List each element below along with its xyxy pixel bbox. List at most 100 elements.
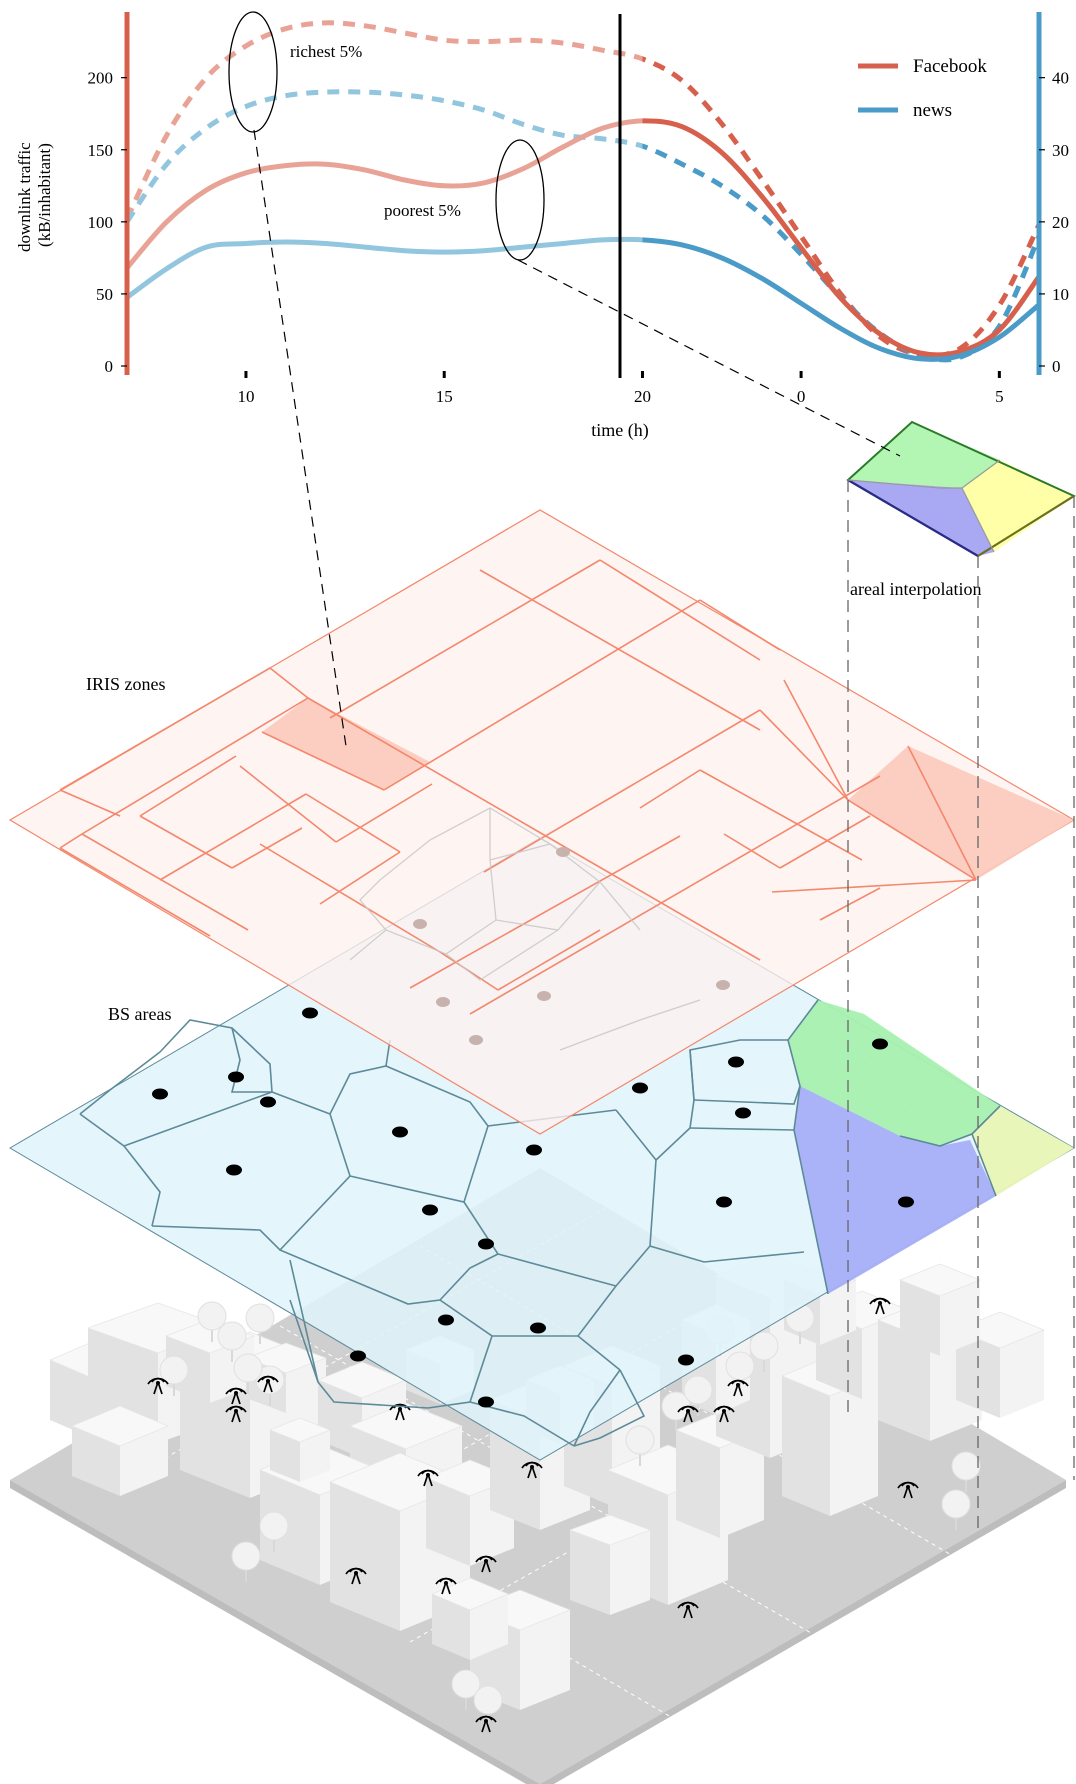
inset-cell-green	[848, 422, 1000, 488]
x-tick-label: 15	[436, 387, 453, 406]
label-bs-areas: BS areas	[108, 1004, 171, 1024]
bs-station-dot	[478, 1238, 494, 1250]
bs-cell-green-2	[788, 1000, 940, 1146]
iris-highlight-poorest	[848, 746, 1074, 880]
x-tick-label: 10	[237, 387, 254, 406]
building	[430, 1577, 510, 1660]
annotation-richest: richest 5%	[290, 42, 362, 61]
bs-station-dot	[678, 1354, 694, 1366]
bs-station-dot	[728, 1056, 744, 1068]
antenna-icon	[677, 1601, 699, 1619]
left-tick-label: 100	[88, 213, 114, 232]
tree	[217, 1321, 247, 1362]
right-tick-label: 0	[1052, 357, 1061, 376]
series-news-poorest-line	[127, 236, 643, 300]
tree	[451, 1669, 481, 1710]
tree	[259, 1511, 289, 1552]
antenna-icon	[435, 1577, 457, 1595]
antenna-icon	[713, 1405, 735, 1423]
left-tick-label: 50	[96, 285, 113, 304]
poorest-ellipse	[495, 139, 545, 261]
left-tick-label: 150	[88, 141, 114, 160]
antenna-icon	[345, 1567, 367, 1585]
bs-cell-blue	[794, 1086, 996, 1294]
bs-station-dot	[898, 1196, 914, 1208]
right-tick-label: 20	[1052, 213, 1069, 232]
x-tick-label: 5	[995, 387, 1004, 406]
tree	[941, 1489, 971, 1530]
ghost-dots	[413, 847, 730, 1045]
bs-cell-yellow	[972, 1106, 1074, 1196]
antenna-icon	[147, 1377, 169, 1395]
antenna-icon	[677, 1405, 699, 1423]
bs-station-dot	[422, 1204, 438, 1216]
tree	[231, 1541, 261, 1582]
right-tick-label: 40	[1052, 69, 1069, 88]
label-areal-interpolation: areal interpolation	[850, 579, 981, 599]
areal-interpolation-inset: areal interpolation	[846, 420, 1076, 599]
antenna-icon	[897, 1481, 919, 1499]
tree	[749, 1331, 779, 1372]
x-axis-ticks: 10 15 20 0 5	[237, 371, 1004, 406]
building	[70, 1405, 170, 1496]
bs-station-dot	[152, 1088, 168, 1100]
series-news-richest-line	[127, 89, 643, 224]
bs-station-dot	[478, 1396, 494, 1408]
antenna-icon	[257, 1375, 279, 1393]
antenna-icon	[225, 1387, 247, 1405]
bs-station-dot	[632, 1082, 648, 1094]
bs-station-dot	[228, 1071, 244, 1083]
x-tick-label: 0	[797, 387, 806, 406]
bs-station-dot	[302, 1007, 318, 1019]
bs-voronoi-edges	[79, 999, 1001, 1447]
tree	[159, 1355, 189, 1396]
ghost-voronoi	[349, 807, 701, 1051]
bs-station-dot	[530, 1322, 546, 1334]
x-axis-label: time (h)	[591, 420, 648, 441]
series-facebook-poorest-line	[127, 118, 643, 270]
bs-station-dot	[872, 1038, 888, 1050]
bs-station-dot	[392, 1126, 408, 1138]
legend-label-news: news	[913, 100, 952, 121]
tree	[951, 1451, 981, 1492]
bs-station-dot	[438, 1314, 454, 1326]
antenna-icon	[475, 1715, 497, 1733]
antenna-icon	[727, 1379, 749, 1397]
inset-cell-blue	[848, 480, 994, 556]
tree	[625, 1425, 655, 1466]
bs-station-dots	[152, 1007, 914, 1408]
antenna-icon	[417, 1469, 439, 1487]
bs-cell-green	[818, 1000, 1000, 1146]
tree	[245, 1303, 275, 1344]
connector-poorest	[517, 259, 901, 457]
projection-lines	[847, 480, 1075, 1530]
right-axis-ticks: 0 10 20 30 40	[1039, 69, 1069, 376]
y-axis-label: downlink traffic (kB/inhabitant)	[15, 138, 54, 252]
series-news-poorest-line-highlight	[642, 237, 1039, 362]
iris-zones-layer	[8, 509, 1076, 1135]
richest-ellipse	[228, 11, 278, 133]
right-tick-label: 10	[1052, 285, 1069, 304]
bs-station-dot	[260, 1096, 276, 1108]
x-tick-label: 20	[634, 387, 651, 406]
building	[898, 1263, 982, 1356]
antenna-icon	[225, 1405, 247, 1423]
antenna-icon	[475, 1555, 497, 1573]
annotation-poorest: poorest 5%	[384, 201, 461, 220]
label-iris-zones: IRIS zones	[86, 674, 166, 694]
series-facebook-richest-line-highlight	[642, 56, 1039, 359]
bs-station-dot	[526, 1144, 542, 1156]
iris-zone-edges	[59, 559, 977, 1015]
antenna-icon	[869, 1297, 891, 1315]
legend-label-facebook: Facebook	[913, 56, 987, 77]
connector-richest	[253, 129, 347, 747]
left-tick-label: 0	[105, 357, 114, 376]
series-news-richest-line-highlight	[642, 143, 1039, 363]
right-tick-label: 30	[1052, 141, 1069, 160]
series-facebook-poorest-line-highlight	[642, 118, 1039, 358]
connector-lines	[253, 129, 901, 747]
building	[568, 1514, 652, 1615]
